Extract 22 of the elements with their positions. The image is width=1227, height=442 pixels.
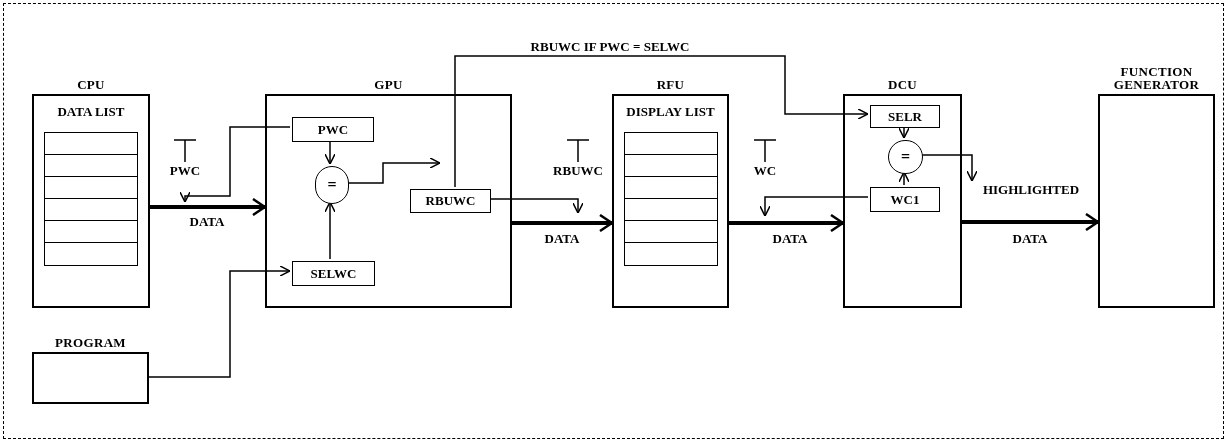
arrow [148, 265, 291, 378]
box-heading: FUNCTION GENERATOR [1112, 64, 1201, 94]
arrow [454, 55, 869, 188]
box-label: DISPLAY LIST [625, 104, 716, 120]
box-label: DATA LIST [56, 104, 126, 120]
register-box: PWC [292, 117, 374, 142]
box-heading: CPU [77, 78, 105, 94]
box-heading: GPU [374, 78, 403, 94]
signal-label: HIGHLIGHTED [966, 181, 1096, 199]
box-heading: RFU [656, 78, 685, 94]
data-bus-arrow [512, 213, 614, 233]
data-bus-arrow [729, 213, 845, 233]
register-box: SELWC [292, 261, 375, 286]
data-bus-arrow [150, 197, 267, 217]
box-heading: DCU [887, 78, 918, 94]
register-box: WC1 [870, 187, 940, 212]
box-heading: PROGRAM [55, 336, 126, 352]
data-bus-arrow [962, 212, 1100, 232]
arrow [759, 196, 869, 217]
register-box: RBUWC [410, 189, 491, 213]
register-box: SELR [870, 105, 940, 128]
arrow [179, 126, 291, 203]
